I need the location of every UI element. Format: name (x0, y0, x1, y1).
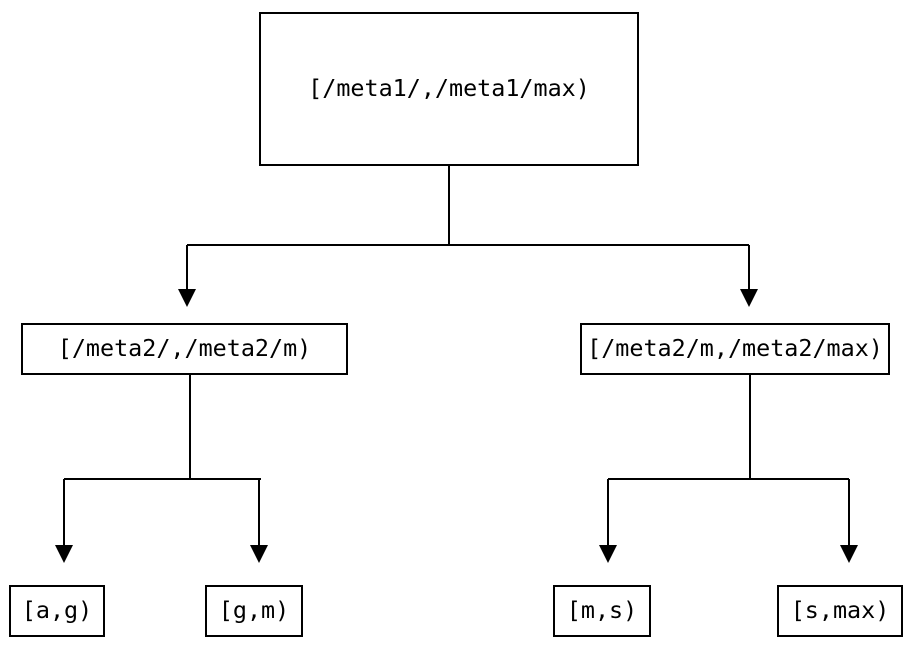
node-meta2-high-label: [/meta2/m,/meta2/max) (587, 334, 883, 363)
node-leaf-ag[interactable]: [a,g) (9, 585, 105, 637)
node-leaf-smax-label: [s,max) (790, 596, 890, 625)
arrowhead-icon-to-smax (840, 545, 858, 563)
arrowhead-icon-to-ag (55, 545, 73, 563)
node-leaf-ms[interactable]: [m,s) (553, 585, 651, 637)
node-meta2-high[interactable]: [/meta2/m,/meta2/max) (580, 323, 890, 375)
node-leaf-gm[interactable]: [g,m) (205, 585, 303, 637)
node-root[interactable]: [/meta1/,/meta1/max) (259, 12, 639, 166)
node-leaf-ms-label: [m,s) (566, 596, 638, 625)
arrowhead-icon-to-gm (250, 545, 268, 563)
node-leaf-gm-label: [g,m) (218, 596, 290, 625)
arrowhead-icon-to-meta2high (740, 289, 758, 307)
node-root-label: [/meta1/,/meta1/max) (308, 74, 590, 103)
arrowhead-icon-to-ms (599, 545, 617, 563)
node-leaf-smax[interactable]: [s,max) (777, 585, 903, 637)
node-meta2-low-label: [/meta2/,/meta2/m) (57, 334, 312, 363)
arrowhead-icon-to-meta2low (178, 289, 196, 307)
node-meta2-low[interactable]: [/meta2/,/meta2/m) (21, 323, 348, 375)
node-leaf-ag-label: [a,g) (21, 596, 93, 625)
